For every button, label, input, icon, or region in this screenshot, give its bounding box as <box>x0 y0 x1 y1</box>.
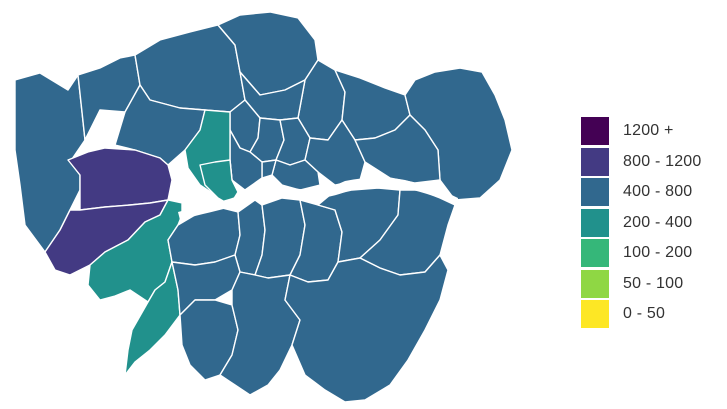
legend-swatch <box>581 208 609 237</box>
borough-kensington-chelsea[interactable] <box>199 159 239 206</box>
legend-label: 400 - 800 <box>623 183 693 201</box>
london-borough-map <box>14 11 513 403</box>
legend-item: 800 - 1200 <box>581 147 702 178</box>
borough-bromley[interactable] <box>284 254 449 403</box>
legend-item: 200 - 400 <box>581 208 702 239</box>
borough-areas <box>14 11 513 403</box>
borough-ealing[interactable] <box>67 147 173 211</box>
legend-label: 50 - 100 <box>623 274 684 292</box>
legend-swatch <box>581 239 609 268</box>
legend-label: 800 - 1200 <box>623 152 702 170</box>
legend-swatch <box>581 269 609 298</box>
legend-item: 0 - 50 <box>581 299 702 330</box>
legend-item: 400 - 800 <box>581 177 702 208</box>
legend-label: 1200 + <box>623 122 674 140</box>
map-legend: 1200 + 800 - 1200 400 - 800 200 - 400 100 - … <box>581 116 702 330</box>
legend-label: 200 - 400 <box>623 213 693 231</box>
legend-item: 1200 + <box>581 116 702 147</box>
legend-swatch <box>581 178 609 207</box>
legend-label: 100 - 200 <box>623 244 693 262</box>
borough-tower-hamlets[interactable] <box>271 159 321 191</box>
legend-item: 100 - 200 <box>581 238 702 269</box>
legend-swatch <box>581 147 609 176</box>
legend-item: 50 - 100 <box>581 269 702 300</box>
legend-swatch <box>581 300 609 329</box>
legend-label: 0 - 50 <box>623 305 666 323</box>
borough-croydon[interactable] <box>219 271 301 396</box>
legend-swatch <box>581 117 609 146</box>
borough-barking-dagenham[interactable] <box>354 114 441 184</box>
river-thames <box>178 177 458 220</box>
